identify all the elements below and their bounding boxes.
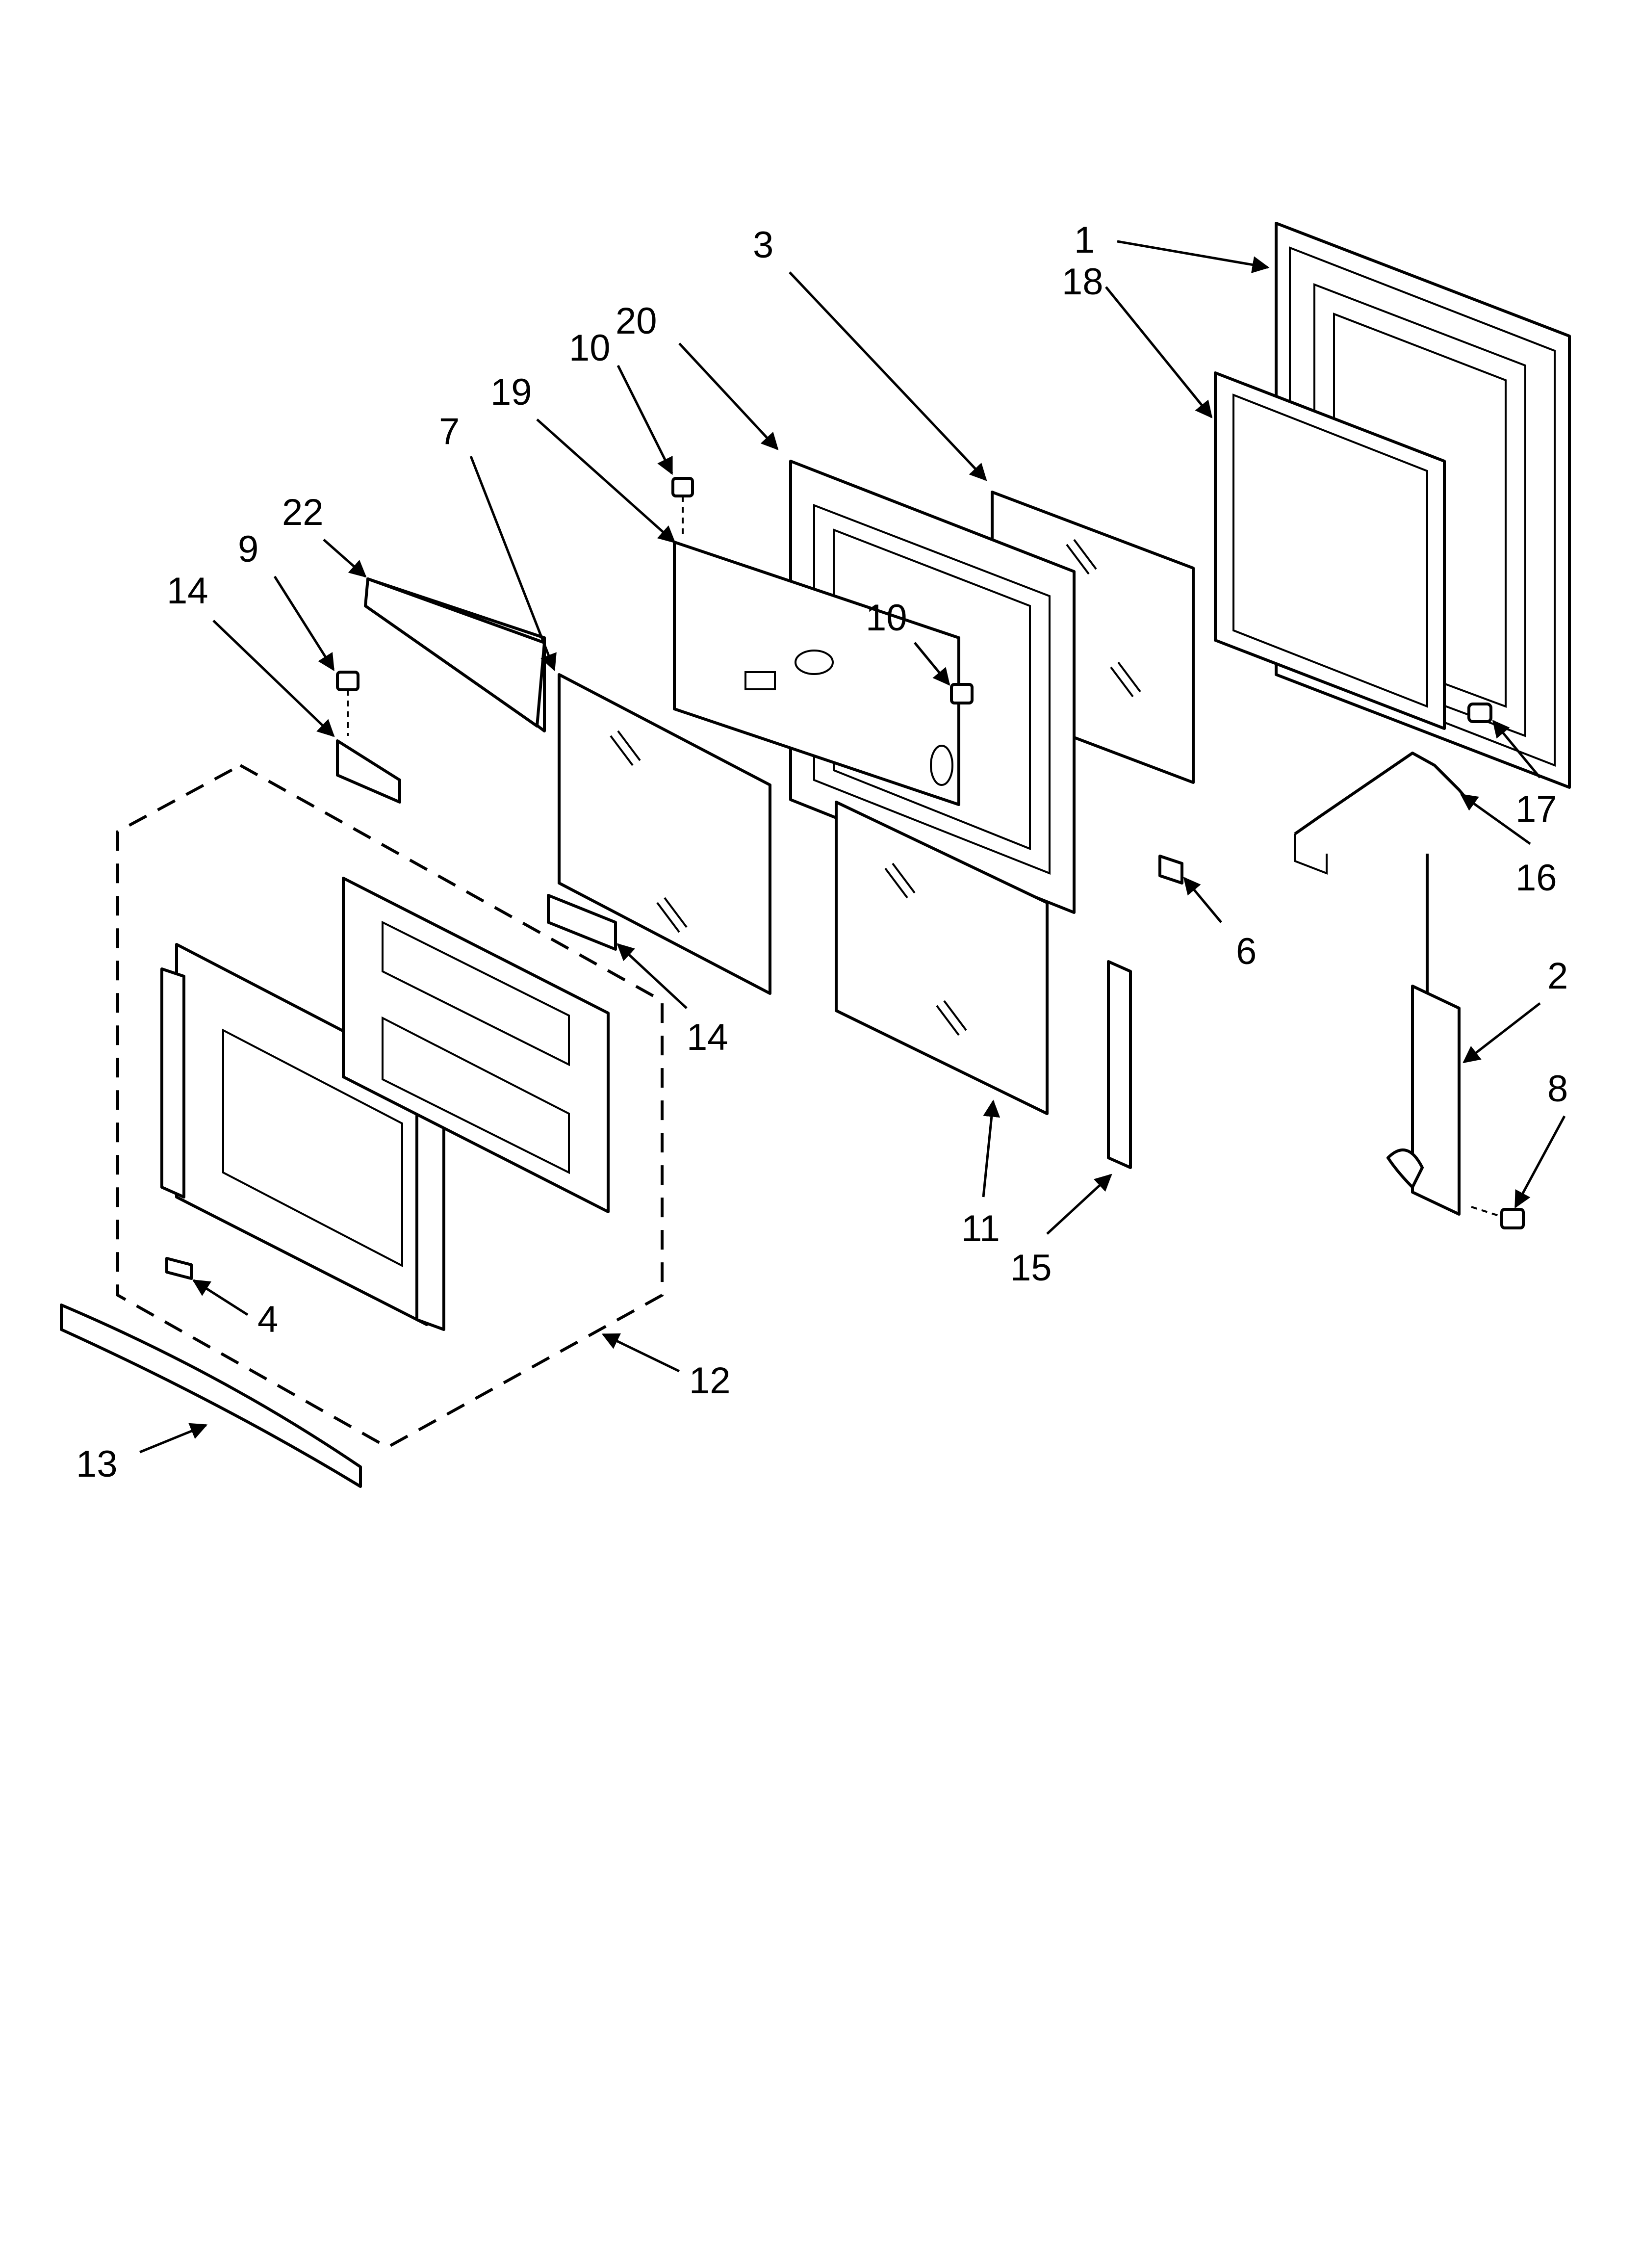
switch-bracket-part-15 [1107, 960, 1132, 1169]
callout-22: 22 [282, 492, 324, 533]
callout-16: 16 [1515, 857, 1557, 899]
screw-part-10-top [671, 477, 694, 537]
leader-lines [139, 240, 1566, 1454]
callout-14-left: 14 [167, 570, 208, 612]
door-inner-panel [342, 877, 610, 1213]
screw-part-17 [1467, 703, 1492, 723]
hinge-part-2 [1386, 854, 1461, 1216]
callout-17: 17 [1515, 788, 1557, 830]
bracket-part-14-middle [547, 894, 617, 951]
badge-part-4 [165, 1257, 193, 1280]
callout-labels: 1 18 3 20 10 19 7 22 9 14 10 17 16 6 14 … [76, 219, 1568, 1485]
trim-strip-part-22 [364, 577, 546, 732]
callout-14-middle: 14 [687, 1017, 728, 1058]
callout-12: 12 [689, 1360, 731, 1402]
screw-part-9 [336, 671, 359, 736]
callout-10-middle: 10 [866, 597, 907, 639]
callout-9: 9 [238, 528, 258, 570]
clip-part-6 [1158, 855, 1183, 885]
callout-15: 15 [1010, 1247, 1052, 1289]
glass-pane-part-7 [558, 673, 771, 995]
callout-18: 18 [1062, 261, 1103, 303]
callout-2: 2 [1547, 955, 1568, 997]
callout-6: 6 [1236, 931, 1257, 972]
callout-8: 8 [1547, 1068, 1568, 1110]
support-bracket-part-16 [1294, 752, 1473, 875]
callout-20: 20 [616, 300, 657, 342]
callout-19: 19 [490, 371, 532, 413]
baffle-plate-part-19 [673, 541, 960, 806]
callout-3: 3 [753, 224, 773, 266]
screw-part-8 [1471, 1206, 1525, 1229]
door-handle-part-13 [60, 1303, 362, 1488]
callout-4: 4 [257, 1299, 278, 1340]
callout-1: 1 [1074, 219, 1095, 261]
callout-7: 7 [439, 411, 460, 452]
callout-10-top: 10 [569, 327, 611, 369]
screw-part-10-middle [950, 683, 974, 704]
callout-13: 13 [76, 1443, 118, 1485]
callout-11: 11 [961, 1208, 1000, 1250]
glass-pane-part-11 [835, 801, 1049, 1115]
door-frame-part-18 [1214, 371, 1446, 730]
door-assembly-part-12 [116, 763, 664, 1449]
hinge-bracket-part-14-left [336, 739, 401, 804]
